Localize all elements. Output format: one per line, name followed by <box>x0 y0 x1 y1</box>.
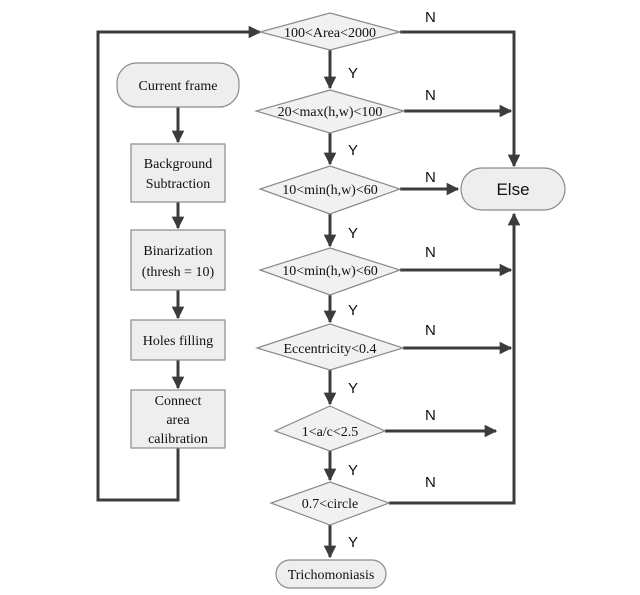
holes-filling-label: Holes filling <box>143 334 213 349</box>
decision-max-hw <box>253 89 407 134</box>
binarization-node <box>130 229 226 291</box>
arrow-calibration-to-area-check <box>96 25 262 502</box>
left-chain: Current frame Background Subtraction Bin… <box>116 62 240 449</box>
no-label-5: N <box>425 322 436 339</box>
no-labels: N N N N N N N <box>425 9 436 491</box>
yes-label-1: Y <box>348 65 358 82</box>
decision-axis-ratio <box>273 405 387 452</box>
no-label-6: N <box>425 407 436 424</box>
decision-area <box>257 12 403 51</box>
no-label-3: N <box>425 169 436 186</box>
yes-labels: Y Y Y Y Y Y Y <box>348 65 358 551</box>
no-label-7: N <box>425 474 436 491</box>
background-subtraction-label-line2: Subtraction <box>146 177 211 192</box>
decision-area-label: 100<Area<2000 <box>284 26 376 41</box>
yes-label-3: Y <box>348 225 358 242</box>
else-node <box>460 167 566 211</box>
trichomoniasis-label: Trichomoniasis <box>288 568 375 583</box>
decision-circularity <box>269 481 391 526</box>
terminals: Else Trichomoniasis <box>275 167 566 589</box>
no-label-4: N <box>425 244 436 261</box>
decision-axis-ratio-label: 1<a/c<2.5 <box>302 425 359 440</box>
yes-label-4: Y <box>348 302 358 319</box>
yes-label-2: Y <box>348 142 358 159</box>
arrow-no-7-to-else <box>389 212 521 505</box>
decision-circularity-label: 0.7<circle <box>302 497 358 512</box>
no-label-1: N <box>425 9 436 26</box>
connect-area-calibration-label-line1: Connect <box>155 394 202 409</box>
no-label-2: N <box>425 87 436 104</box>
current-frame-label: Current frame <box>139 79 218 94</box>
decision-chain: 100<Area<2000 20<max(h,w)<100 10<min(h,w… <box>253 12 407 526</box>
yes-label-6: Y <box>348 462 358 479</box>
binarization-label-line2: (thresh = 10) <box>142 265 215 280</box>
connectors <box>96 25 521 559</box>
background-subtraction-label-line1: Background <box>144 157 212 172</box>
decision-min-hw-1 <box>258 165 402 215</box>
decision-eccentricity-label: Eccentricity<0.4 <box>283 342 376 357</box>
yes-label-7: Y <box>348 534 358 551</box>
else-label: Else <box>496 180 529 199</box>
decision-min-hw-2 <box>258 247 402 296</box>
decision-min-hw-1-label: 10<min(h,w)<60 <box>282 183 378 198</box>
yes-label-5: Y <box>348 380 358 397</box>
binarization-label-line1: Binarization <box>143 244 212 259</box>
trichomoniasis-node <box>275 559 387 589</box>
background-subtraction-node <box>130 143 226 203</box>
decision-min-hw-2-label: 10<min(h,w)<60 <box>282 264 378 279</box>
arrow-no-1-to-else <box>400 30 521 168</box>
decision-eccentricity <box>255 323 405 371</box>
current-frame-node <box>116 62 240 108</box>
holes-filling-node <box>130 319 226 361</box>
connect-area-calibration-label-line2: area <box>166 413 190 428</box>
connect-area-calibration-label-line3: calibration <box>148 432 208 447</box>
connect-area-calibration-node <box>130 389 226 449</box>
decision-max-hw-label: 20<max(h,w)<100 <box>278 105 383 120</box>
